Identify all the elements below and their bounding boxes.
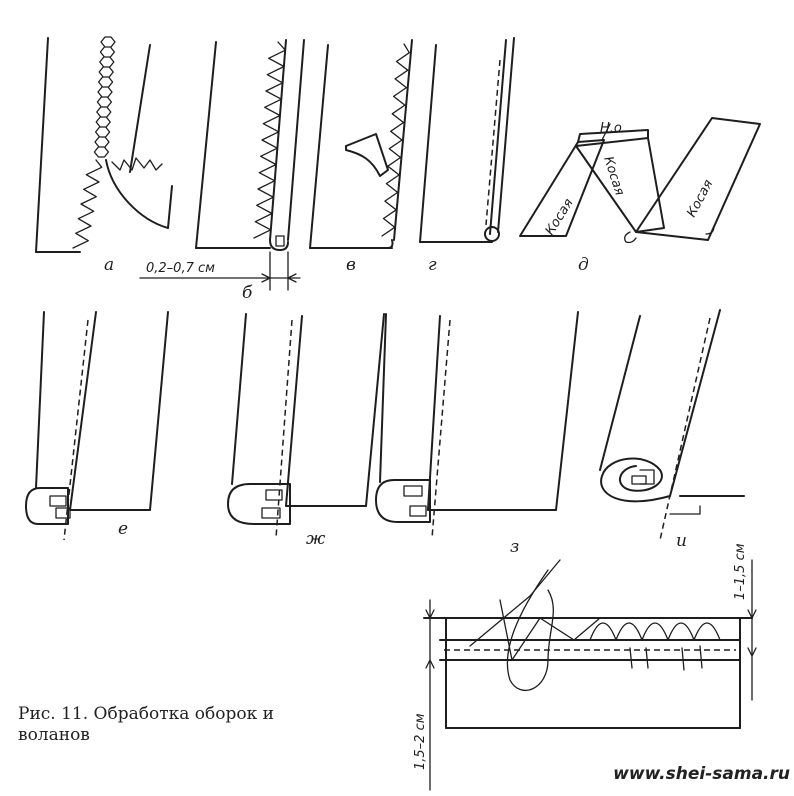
label-d: д (578, 255, 589, 275)
strip-label-left: Косая (543, 196, 577, 238)
label-g: г (428, 255, 437, 275)
fig-g-double-fold: г (419, 37, 515, 275)
strip-label-middle: Косая (600, 155, 627, 198)
fig-scalloped-hem: 1–1,5 см 1,5–2 см (413, 543, 757, 791)
dim-hem-height: 1–1,5 см (733, 543, 748, 600)
fig-z-bound-edge: з (375, 311, 579, 557)
label-i: и (676, 531, 687, 551)
label-v: в (346, 255, 356, 275)
site-watermark: www.shei-sama.ru (613, 764, 790, 784)
figure-caption: Рис. 11. Обработка оборок и воланов (18, 704, 378, 746)
dim-seam-width: 0,2–0,7 см (146, 261, 215, 276)
label-z: з (510, 537, 519, 557)
dim-border-height: 1,5–2 см (413, 713, 428, 770)
fig-zh-bound-edge: ж (227, 313, 385, 549)
label-a: а (104, 255, 114, 275)
caption-line-2: воланов (18, 725, 90, 745)
label-zh: ж (306, 529, 326, 549)
grain-mark: Н.о (600, 121, 622, 136)
label-e: е (118, 519, 128, 539)
strip-label-right: Косая (684, 177, 716, 220)
fig-v-zigzag-edge: в (309, 39, 413, 275)
fig-b-rolled-edge: 0,2–0,7 см б (139, 39, 305, 303)
label-b: б (242, 283, 253, 303)
fig-i-rolled-spiral: и (599, 309, 745, 551)
fig-d-bias-strips: Н.о Косая Косая Косая д (519, 117, 761, 275)
fig-a-overlock-edge: а (35, 36, 173, 275)
fig-e-bound-edge: е (25, 311, 169, 541)
caption-line-1: Рис. 11. Обработка оборок и (18, 704, 274, 724)
